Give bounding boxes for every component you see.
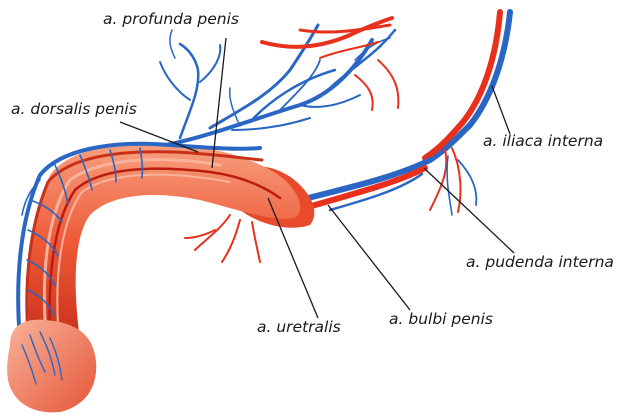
label-profunda-penis: a. profunda penis xyxy=(103,12,239,28)
label-bulbi-penis: a. bulbi penis xyxy=(389,312,493,328)
lower-branches xyxy=(185,215,260,262)
leader-iliaca xyxy=(492,86,510,134)
iliac-vessels xyxy=(425,12,510,215)
leader-bulbi xyxy=(328,205,410,310)
upper-arteries xyxy=(262,18,398,110)
penile-shaft xyxy=(28,144,300,340)
label-dorsalis-penis: a. dorsalis penis xyxy=(11,102,137,118)
leader-pudenda xyxy=(424,168,514,253)
label-iliaca-interna: a. iliaca interna xyxy=(483,134,603,150)
glans xyxy=(7,320,96,413)
label-uretralis: a. uretralis xyxy=(257,320,341,336)
label-pudenda-interna: a. pudenda interna xyxy=(466,255,614,271)
